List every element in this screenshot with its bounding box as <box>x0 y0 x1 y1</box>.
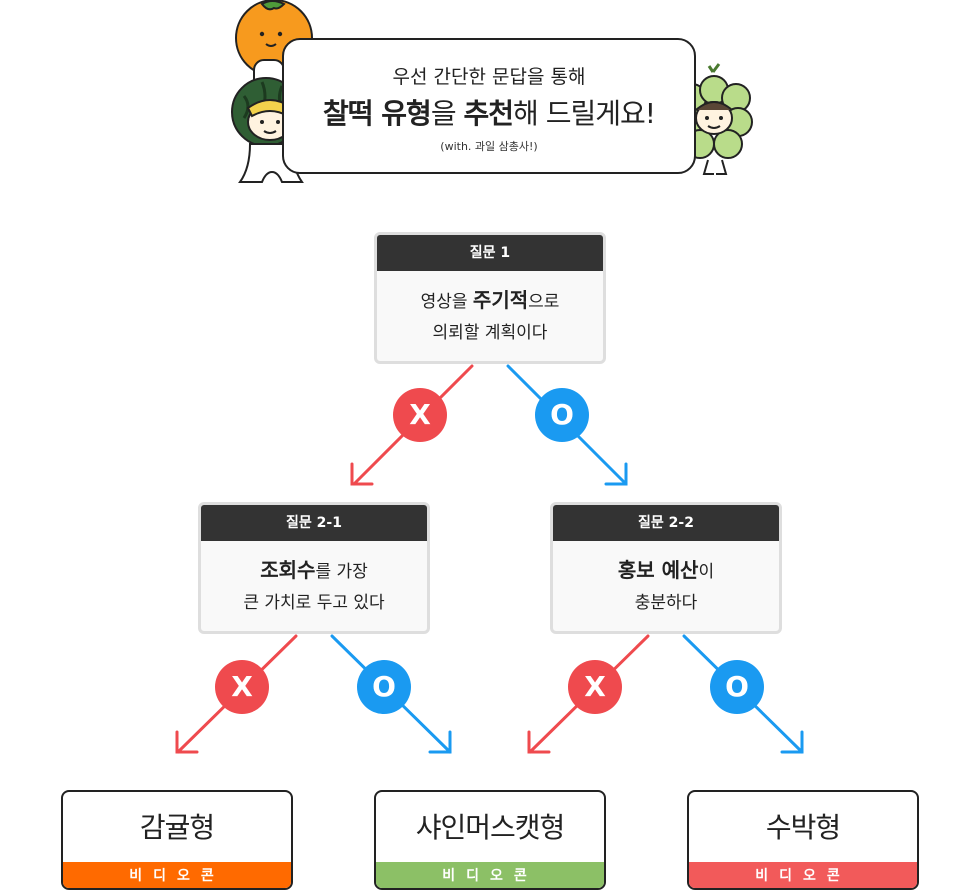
intro-highlight-type: 찰떡 유형 <box>323 97 432 130</box>
result-box-watermelon: 수박형 비디오콘 <box>687 790 919 890</box>
intro-speech-bubble: 우선 간단한 문답을 통해 찰떡 유형을 추천해 드릴게요! (with. 과일… <box>282 38 696 174</box>
question-1-body: 영상을 주기적으로 의뢰할 계획이다 <box>377 271 603 349</box>
question-2-1-body: 조회수를 가장 큰 가치로 두고 있다 <box>201 541 427 619</box>
answer-badge-q22-no: X <box>568 660 622 714</box>
result-brand-label: 비디오콘 <box>689 862 917 888</box>
intro-line2-end: 해 드릴게요! <box>513 97 656 130</box>
result-name: 수박형 <box>765 811 841 844</box>
answer-badge-q22-yes: O <box>710 660 764 714</box>
result-brand-label: 비디오콘 <box>63 862 291 888</box>
intro-line3: (with. 과일 삼총사!) <box>440 140 538 153</box>
question-2-1-body-post: 를 가장 <box>315 562 368 582</box>
question-1-title: 질문 1 <box>377 235 603 271</box>
question-2-2-box: 질문 2-2 홍보 예산이 충분하다 <box>550 502 782 634</box>
question-2-1-body-line2: 큰 가치로 두고 있다 <box>243 593 385 613</box>
answer-badge-q21-no: X <box>215 660 269 714</box>
question-2-2-body-post: 이 <box>698 562 715 582</box>
question-1-box: 질문 1 영상을 주기적으로 의뢰할 계획이다 <box>374 232 606 364</box>
question-2-2-title: 질문 2-2 <box>553 505 779 541</box>
question-2-1-title: 질문 2-1 <box>201 505 427 541</box>
question-1-body-line2: 의뢰할 계획이다 <box>432 323 548 343</box>
intro-highlight-recommend: 추천 <box>463 97 515 130</box>
answer-badge-q1-yes: O <box>535 388 589 442</box>
question-1-body-bold: 주기적 <box>472 288 529 312</box>
question-2-1-body-bold: 조회수 <box>260 558 316 582</box>
result-name: 감귤형 <box>139 811 215 844</box>
result-box-shine-muscat: 샤인머스캣형 비디오콘 <box>374 790 606 890</box>
question-2-2-body-bold: 홍보 예산 <box>617 558 699 582</box>
question-1-body-pre: 영상을 <box>420 292 473 312</box>
intro-line2: 찰떡 유형을 추천해 드릴게요! <box>284 92 694 132</box>
result-brand-label: 비디오콘 <box>376 862 604 888</box>
result-box-tangerine: 감귤형 비디오콘 <box>61 790 293 890</box>
question-2-2-body-line2: 충분하다 <box>634 593 698 613</box>
question-2-1-box: 질문 2-1 조회수를 가장 큰 가치로 두고 있다 <box>198 502 430 634</box>
result-name: 샤인머스캣형 <box>415 811 566 844</box>
answer-badge-q21-yes: O <box>357 660 411 714</box>
question-2-2-body: 홍보 예산이 충분하다 <box>553 541 779 619</box>
question-1-body-post: 으로 <box>528 292 560 312</box>
intro-line2-mid: 을 <box>430 97 464 130</box>
answer-badge-q1-no: X <box>393 388 447 442</box>
intro-line1: 우선 간단한 문답을 통해 <box>392 66 586 88</box>
